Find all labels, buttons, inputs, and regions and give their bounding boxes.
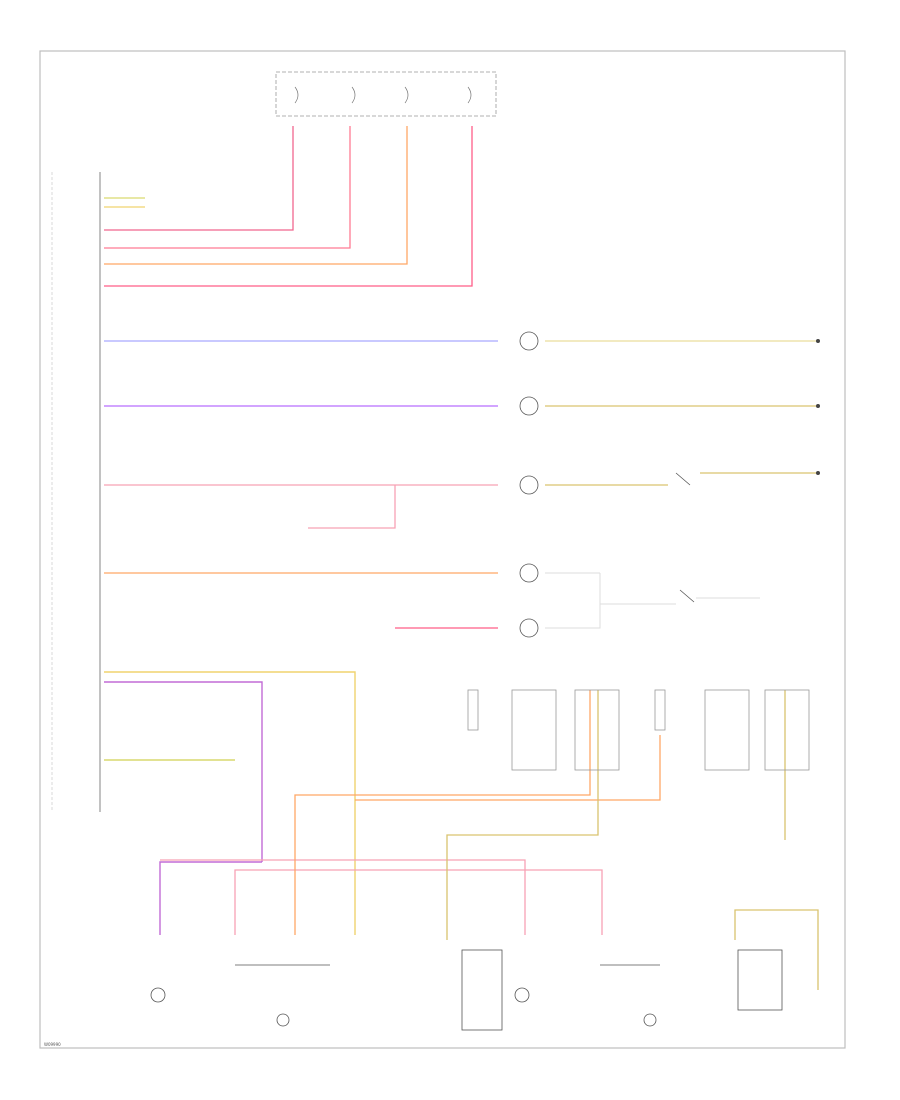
footer-code: W09990 — [44, 1042, 61, 1047]
orange-circuit — [104, 563, 760, 638]
diagram-frame — [39, 50, 846, 1049]
violet-circuit — [104, 396, 820, 416]
distribution-buses — [160, 690, 819, 990]
pink-circuit — [104, 471, 820, 529]
bottom-switch-modules — [150, 949, 783, 1031]
lower-feed-wires — [104, 671, 356, 935]
fuse-box — [275, 71, 497, 117]
door-lamp-groups — [467, 689, 810, 771]
fuse-feed-wires — [104, 126, 473, 287]
blue-circuit — [104, 331, 820, 351]
